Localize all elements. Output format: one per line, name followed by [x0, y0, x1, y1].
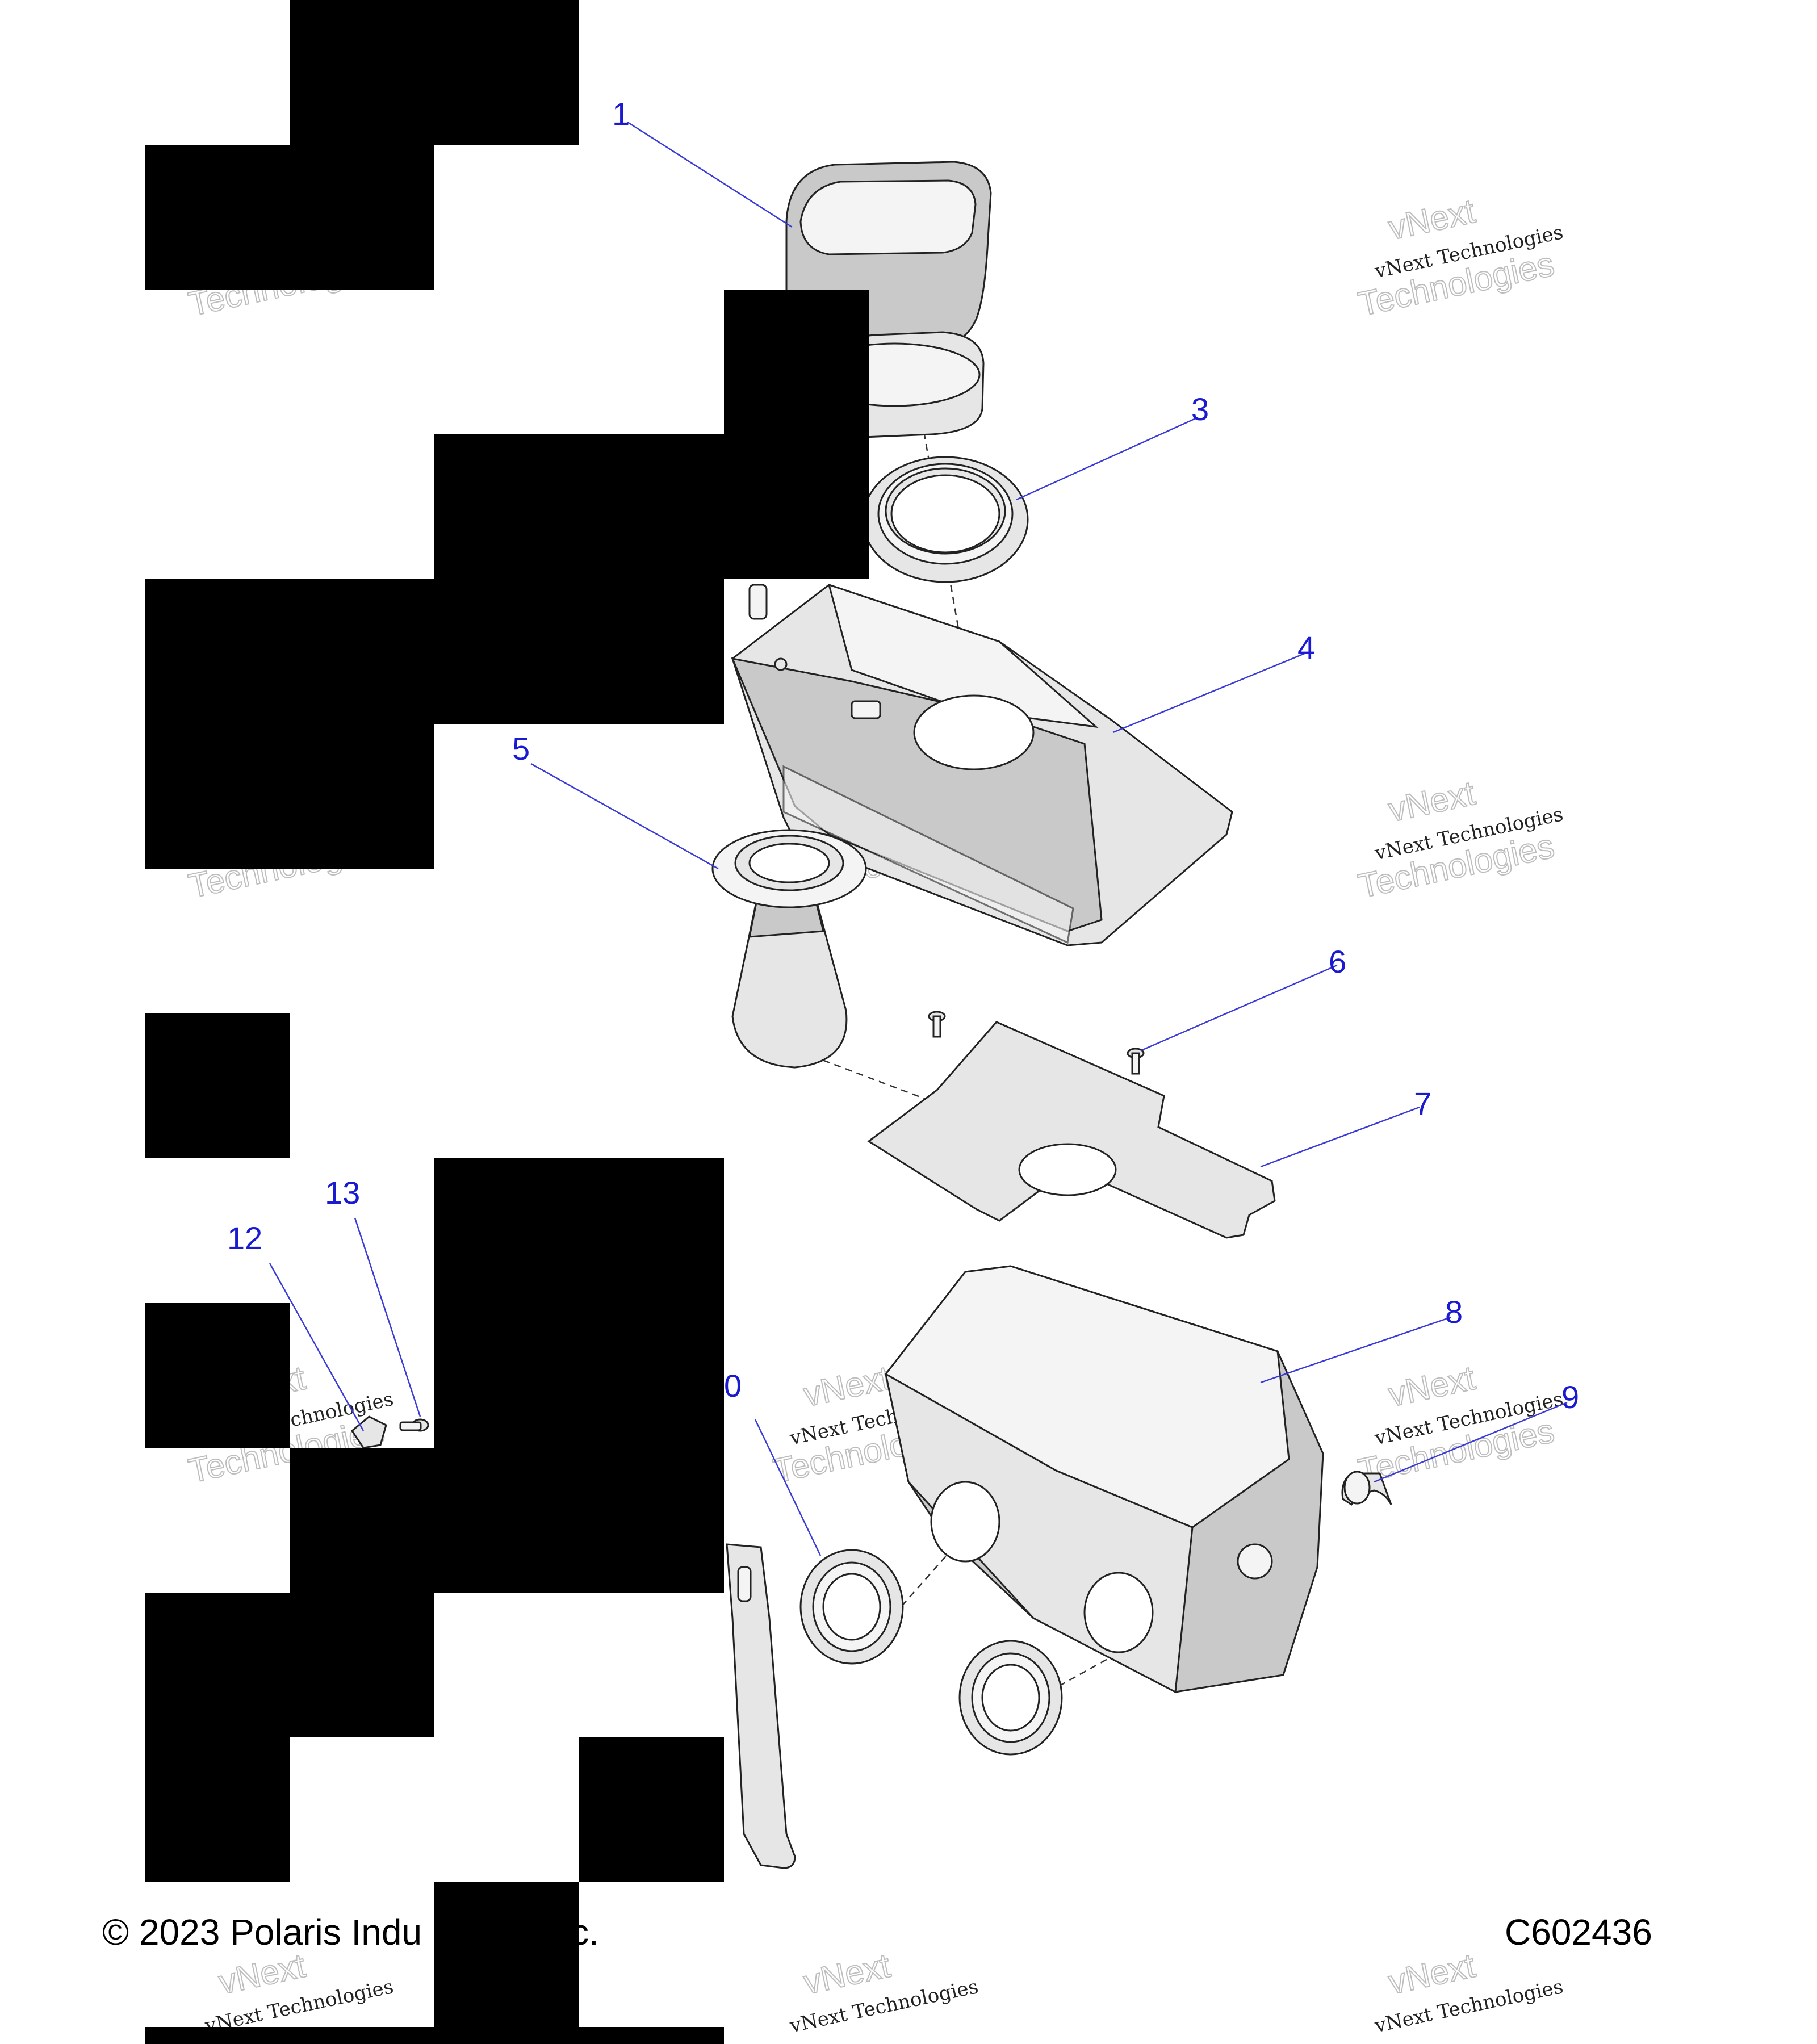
- callout-3: 3: [1191, 391, 1209, 427]
- part-13-pin: [399, 1418, 429, 1432]
- redaction-block: [434, 1882, 579, 2044]
- callout-labels: 1 3 4 5 6 7 8 9 0 12 13: [227, 96, 1579, 1415]
- redaction-block: [434, 434, 869, 579]
- redaction-block: [145, 145, 434, 290]
- callout-5: 5: [512, 731, 530, 767]
- redaction-block: [145, 724, 434, 869]
- redaction-block: [145, 1593, 434, 1737]
- part-3-ring: [862, 456, 1029, 583]
- redaction-block: [145, 1013, 290, 1158]
- svg-text:vNext: vNext: [1385, 1946, 1479, 2001]
- drawing-id: C602436: [1505, 1912, 1652, 1953]
- callout-10: 0: [724, 1368, 742, 1404]
- svg-text:vNext: vNext: [1385, 774, 1479, 829]
- svg-text:vNext: vNext: [801, 1946, 894, 2001]
- watermark: vNext vNext Technologies Technologies: [1354, 1358, 1565, 1491]
- redaction-block: [579, 1737, 724, 1882]
- callout-7: 7: [1414, 1086, 1431, 1121]
- redaction-block: [145, 2027, 724, 2044]
- svg-text:vNext: vNext: [1385, 192, 1479, 247]
- callout-13: 13: [325, 1175, 360, 1211]
- part-5-velocity-stack: [711, 829, 867, 1069]
- footer: © 2023 Polaris Indu c. C602436: [102, 1912, 1652, 1953]
- watermark: vNext vNext Technologies Technologies: [1354, 191, 1565, 324]
- copyright-text: © 2023 Polaris Indu: [102, 1912, 422, 1953]
- callout-6: 6: [1329, 944, 1346, 979]
- part-9-clip: [1341, 1471, 1392, 1506]
- part-10-grommet: [958, 1640, 1063, 1756]
- callout-4: 4: [1297, 630, 1315, 665]
- redaction-block: [290, 1448, 724, 1593]
- callout-9: 9: [1561, 1379, 1579, 1415]
- redaction-block: [434, 1158, 724, 1448]
- svg-text:vNext: vNext: [1385, 1359, 1479, 1414]
- redaction-block: [145, 1737, 290, 1882]
- redaction-block: [290, 0, 579, 145]
- leader-lines: [269, 121, 1568, 1556]
- svg-text:vNext: vNext: [801, 1359, 894, 1414]
- svg-text:vNext: vNext: [216, 1946, 309, 2001]
- part-8-airbox-base: [884, 1265, 1324, 1694]
- callout-8: 8: [1445, 1294, 1463, 1330]
- redaction-block: [145, 579, 724, 724]
- callout-1: 1: [612, 96, 630, 132]
- part-11-strap: [726, 1543, 796, 1869]
- part-7-plate: [867, 1021, 1276, 1239]
- watermark: vNext vNext Technologies Technologies: [1354, 773, 1565, 906]
- redaction-blocks: [145, 0, 869, 2044]
- part-10-grommet: [799, 1549, 904, 1665]
- watermark: vNext vNext Technologies: [788, 1946, 981, 2038]
- redaction-block: [145, 1303, 290, 1448]
- watermark-group: vNext vNext Technologies Technologies vN…: [185, 191, 1565, 2038]
- callout-12: 12: [227, 1220, 262, 1256]
